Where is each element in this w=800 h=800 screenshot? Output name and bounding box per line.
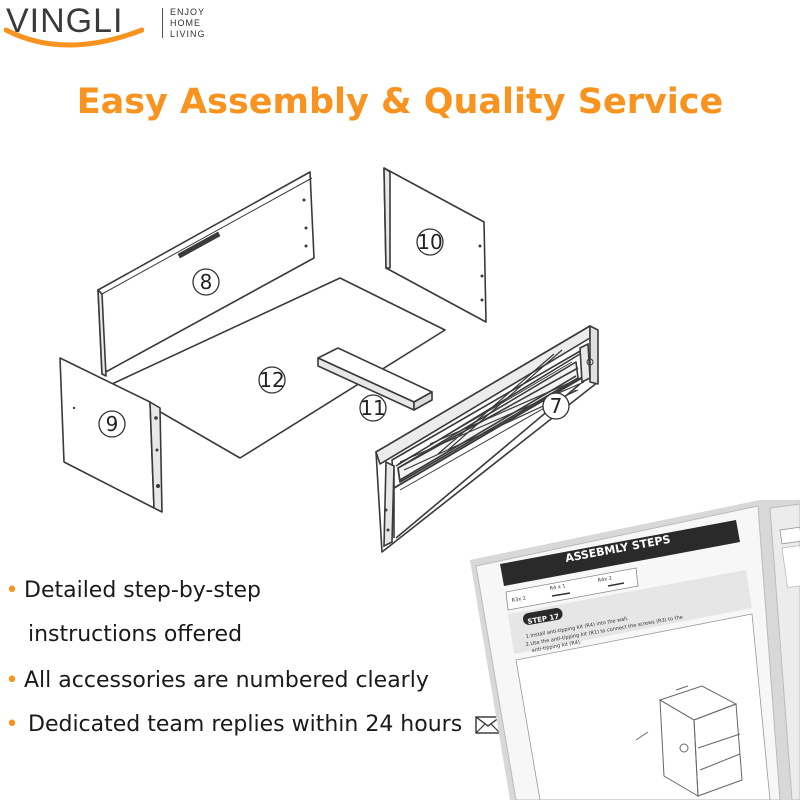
instruction-manual-image: ASSEBMLY STEPS R3x 2 R4 x 1 R4x 2 STEP 1… <box>470 500 800 800</box>
manual-part-code: R4x 2 <box>597 576 612 584</box>
bullet-dot-icon: • <box>5 668 19 693</box>
brand-tagline: ENJOY HOME LIVING <box>170 7 206 40</box>
list-item: •Detailed step-by-step <box>0 578 261 603</box>
part-label-9: 9 <box>98 410 126 438</box>
part-number: 7 <box>550 394 563 418</box>
part-label-11: 11 <box>359 394 387 422</box>
part-number: 10 <box>417 230 442 254</box>
manual-part-code: R4 x 1 <box>549 583 566 592</box>
exploded-parts-diagram: 8 10 12 11 9 7 <box>59 167 599 553</box>
part-label-12: 12 <box>258 366 286 394</box>
feature-text: Dedicated team replies within 24 hours <box>28 712 463 737</box>
part-label-10: 10 <box>416 228 444 256</box>
part-label-8: 8 <box>192 268 220 296</box>
logo-divider <box>162 8 163 38</box>
tagline-line: LIVING <box>170 29 206 39</box>
logo-swoosh-icon <box>4 27 144 48</box>
bullet-dot-icon: • <box>5 712 19 737</box>
list-item-continuation: instructions offered <box>28 622 242 647</box>
envelope-icon <box>475 716 501 734</box>
brand-name: VINGLI <box>6 2 124 40</box>
bullet-dot-icon: • <box>5 578 19 603</box>
feature-text: All accessories are numbered clearly <box>24 668 429 693</box>
tagline-line: HOME <box>170 18 201 28</box>
part-label-7: 7 <box>542 392 570 420</box>
feature-text: instructions offered <box>28 622 243 647</box>
manual-part-code: R3x 2 <box>511 596 526 604</box>
feature-text: Detailed step-by-step <box>24 578 261 603</box>
list-item: •All accessories are numbered clearly <box>0 668 429 693</box>
brand-logo: VINGLI ENJOY HOME LIVING <box>4 2 234 54</box>
part-number: 8 <box>200 270 213 294</box>
list-item: • Dedicated team replies within 24 hours <box>0 712 501 737</box>
part-number: 12 <box>259 368 284 392</box>
part-number: 9 <box>106 412 119 436</box>
part-number: 11 <box>360 396 385 420</box>
page-title: Easy Assembly & Quality Service <box>76 82 724 122</box>
manual-header-bar <box>500 520 740 586</box>
tagline-line: ENJOY <box>170 7 206 17</box>
